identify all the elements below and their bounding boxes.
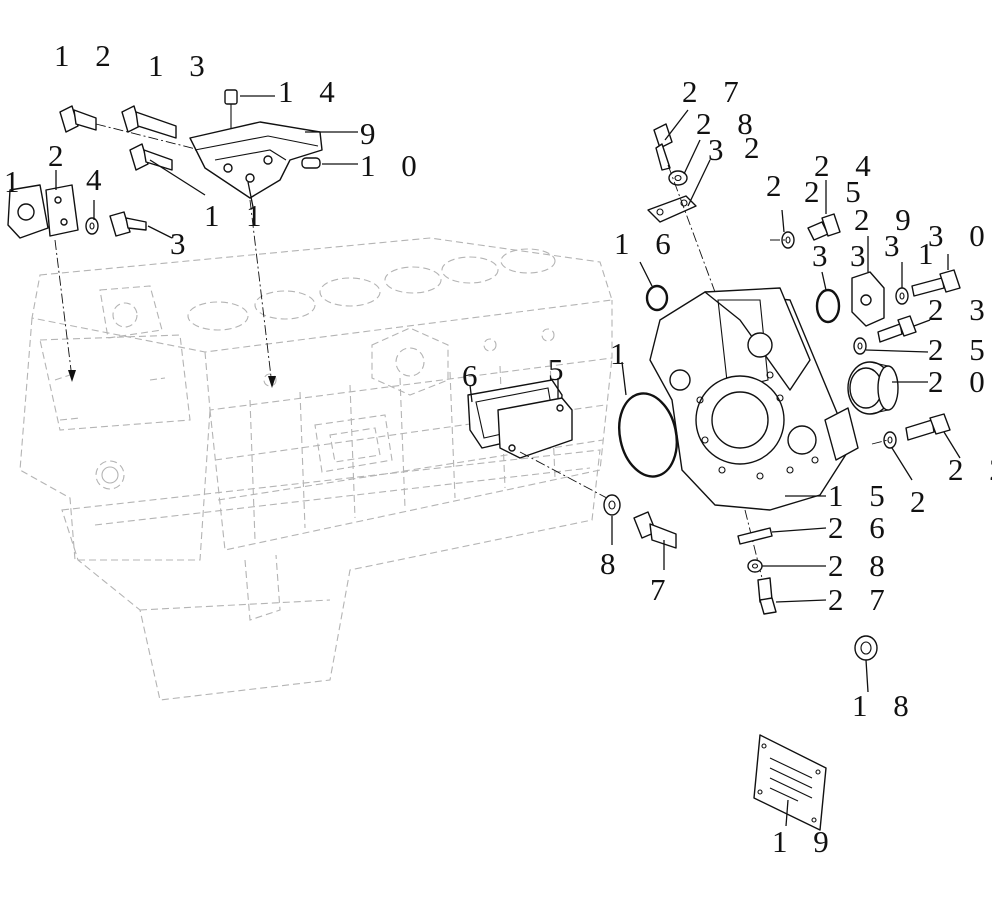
flange-left-shape — [7, 184, 79, 239]
callout-1-far-left: 1 — [4, 164, 29, 199]
callout-9: 9 — [360, 116, 385, 151]
callout-20: 2 0 — [928, 364, 992, 399]
callout-30: 3 0 — [928, 218, 992, 253]
bolt-11-shape — [129, 143, 173, 171]
callout-1-bracket-b: 1 — [246, 198, 271, 233]
callout-2-mid-right: 2 — [766, 168, 791, 203]
callout-5: 5 — [548, 352, 573, 387]
callout-2-top-right: 2 — [744, 130, 769, 165]
lifting-bracket-assembly — [7, 89, 358, 388]
callout-18: 1 8 — [852, 688, 918, 723]
callout-1-bracket: 1 — [204, 198, 229, 233]
callout-8: 8 — [600, 546, 625, 581]
callout-4: 4 — [86, 162, 111, 197]
callout-27-lower: 2 7 — [828, 582, 894, 617]
dowel-10-shape — [301, 157, 358, 169]
callout-10: 1 0 — [360, 148, 426, 183]
callout-22-washer: 2 — [910, 484, 935, 519]
callout-28-top: 2 8 — [696, 106, 762, 141]
callout-16: 1 6 — [614, 226, 680, 261]
callout-14: 1 4 — [278, 74, 344, 109]
bolt-13-shape — [121, 105, 177, 139]
callout-15: 1 5 — [828, 478, 894, 513]
front-cover-assembly — [649, 287, 859, 511]
callout-7: 7 — [650, 572, 675, 607]
callout-2-left: 2 — [48, 138, 73, 173]
bracket-9-shape — [189, 121, 358, 199]
callout-1-oring: 1 — [610, 336, 635, 371]
callout-3-washer: 3 — [884, 228, 909, 263]
callout-25-top: 2 5 — [804, 174, 870, 209]
callout-27-top: 2 7 — [682, 74, 748, 109]
callout-23: 2 3 — [928, 292, 992, 327]
callout-3-plate: 3 — [850, 238, 875, 273]
callout-labels: 1 2 1 3 1 4 9 1 0 2 1 4 1 1 3 2 7 2 8 3 … — [4, 38, 992, 859]
filter-cover-assembly — [467, 378, 677, 570]
right-side-fasteners — [770, 180, 961, 481]
callout-3-ring: 3 — [812, 238, 837, 273]
callout-19: 1 9 — [772, 824, 838, 859]
callout-3-left: 3 — [170, 226, 195, 261]
engine-block-outline — [19, 237, 613, 701]
screw-14-shape — [224, 89, 275, 140]
seal-rings — [618, 261, 841, 478]
callout-24: 2 4 — [814, 148, 880, 183]
cover-bolt-holes — [696, 371, 819, 480]
callout-22-bolt: 2 2 — [948, 452, 992, 487]
callout-3-top: 3 — [708, 132, 733, 167]
callout-1-right: 1 — [918, 236, 943, 271]
lower-fasteners — [737, 509, 878, 831]
callout-25-lower: 2 5 — [928, 332, 992, 367]
callout-13: 1 3 — [148, 48, 214, 83]
callout-29: 2 9 — [854, 202, 920, 237]
washer-4-bolt-3-shape — [85, 200, 173, 239]
callout-28-lower: 2 8 — [828, 548, 894, 583]
callout-26: 2 6 — [828, 510, 894, 545]
callout-6: 6 — [462, 358, 487, 393]
upper-right-fasteners — [647, 109, 716, 293]
callout-12: 1 2 — [54, 38, 120, 73]
bolt-12-shape — [59, 105, 201, 151]
